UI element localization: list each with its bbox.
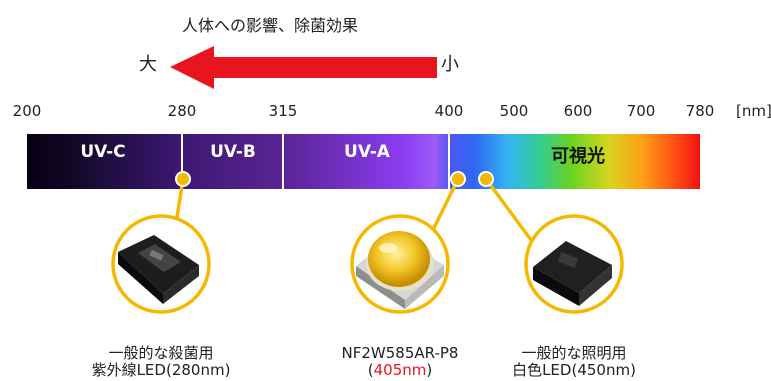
tick-780: 780 <box>685 102 715 120</box>
callout-dot-405 <box>450 171 466 187</box>
nf2w585ar-p8-caption-line2: (405nm) <box>367 361 433 379</box>
callout-connector-450 <box>484 177 533 242</box>
white-led-chip-icon <box>533 241 612 306</box>
tick-600: 600 <box>563 102 593 120</box>
band-visible-label: 可視光 <box>551 146 605 167</box>
uvc-led-chip-icon <box>118 235 199 304</box>
uvc-led-callout <box>111 214 211 314</box>
tick-700: 700 <box>626 102 656 120</box>
white-led-callout <box>524 214 624 314</box>
uvc-led-caption-line1: 一般的な殺菌用 <box>108 344 214 362</box>
tick-200: 200 <box>12 102 42 120</box>
effect-arrow <box>170 46 437 89</box>
arrow-right-label: 小 <box>441 54 459 75</box>
callout-connector-405 <box>431 178 460 231</box>
band-uv-b-label: UV-B <box>210 142 256 162</box>
white-led-caption: 一般的な照明用 白色LED(450nm) <box>512 345 636 379</box>
nf2w585ar-p8-led-icon <box>356 231 444 309</box>
spectrum-bar <box>27 134 700 189</box>
uvc-led-caption: 一般的な殺菌用 紫外線LED(280nm) <box>92 345 231 379</box>
nf2w585ar-p8-caption: NF2W585AR-P8 (405nm) <box>342 345 459 379</box>
tick-280: 280 <box>167 102 197 120</box>
band-uv-a-label: UV-A <box>344 142 390 162</box>
tick-500: 500 <box>499 102 529 120</box>
callout-dot-280 <box>175 171 191 187</box>
nf2w585ar-p8-caption-line1: NF2W585AR-P8 <box>341 344 459 362</box>
unit-label: [nm] <box>736 102 771 120</box>
page-title: 人体への影響、除菌効果 <box>182 16 359 35</box>
tick-315: 315 <box>268 102 298 120</box>
arrow-left-label: 大 <box>139 54 157 75</box>
white-led-caption-line2: 白色LED(450nm) <box>512 361 636 379</box>
nf2w585ar-p8-wavelength: 405nm <box>373 361 427 379</box>
uvc-led-caption-line2: 紫外線LED(280nm) <box>91 361 231 379</box>
tick-400: 400 <box>434 102 464 120</box>
band-uv-c-label: UV-C <box>80 142 126 162</box>
callout-dot-450 <box>478 171 494 187</box>
nf2w585ar-p8-callout <box>350 214 450 314</box>
white-led-caption-line1: 一般的な照明用 <box>521 344 627 362</box>
